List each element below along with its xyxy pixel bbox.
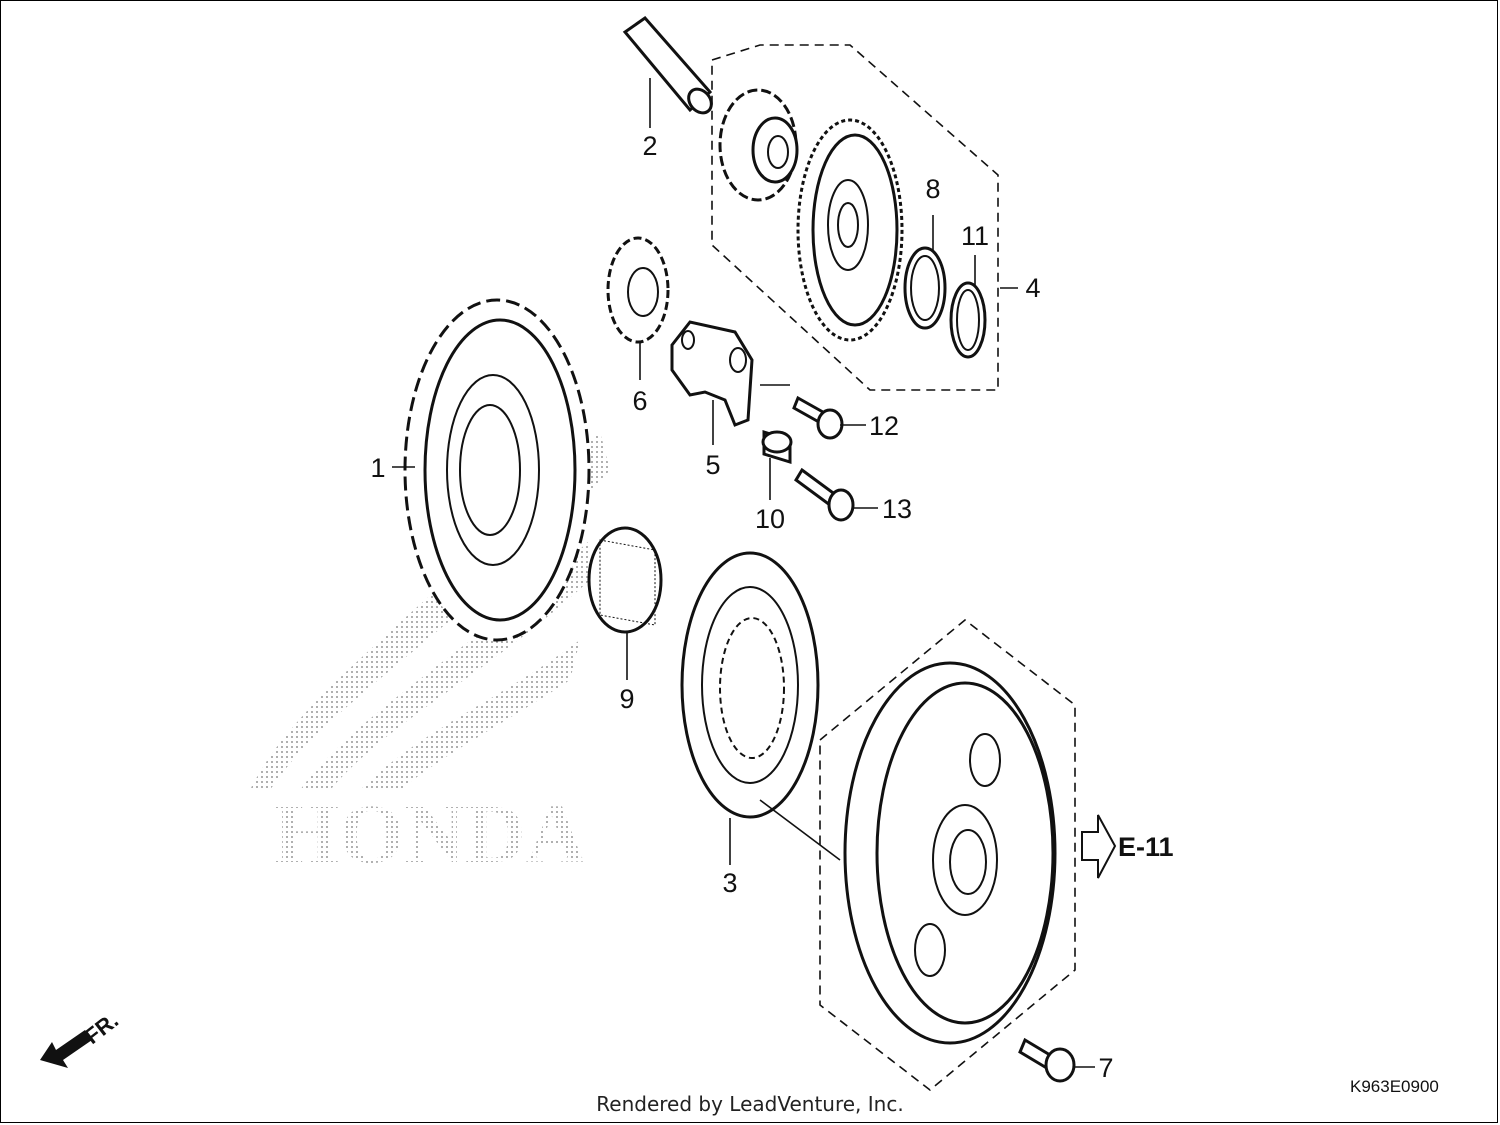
part-4-small-gear	[718, 88, 799, 202]
part-1-sprocket	[403, 298, 591, 642]
part-13-bolt	[794, 467, 855, 522]
leader-lines	[392, 78, 1095, 1068]
part-10-collar	[761, 429, 793, 465]
reference-label: E-11	[1118, 832, 1174, 862]
starter-clutch-outline	[819, 618, 1076, 1092]
callout-2: 2	[642, 131, 657, 161]
callout-6: 6	[632, 386, 647, 416]
part-9-needle-bearing	[587, 526, 663, 634]
callout-8: 8	[925, 174, 940, 204]
starter-clutch-housing	[843, 661, 1057, 1045]
drawing-code: K963E0900	[1350, 1077, 1439, 1096]
callout-1: 1	[370, 453, 385, 483]
front-direction-arrow: FR.	[40, 1007, 123, 1068]
callout-3: 3	[722, 868, 737, 898]
callout-7: 7	[1098, 1053, 1113, 1083]
reference-arrow: E-11	[1081, 814, 1174, 879]
callout-12: 12	[869, 411, 899, 441]
honda-wordmark: HONDA	[274, 788, 587, 881]
part-7-bolt	[1018, 1037, 1076, 1083]
part-6-gear	[606, 236, 670, 344]
assembly-4-outline	[711, 44, 999, 391]
callout-4: 4	[1025, 273, 1040, 303]
part-2-pin	[622, 16, 713, 115]
part-5-plate	[670, 320, 754, 427]
render-credit: Rendered by LeadVenture, Inc.	[596, 1092, 904, 1116]
part-3-one-way-clutch	[680, 551, 820, 819]
callout-10: 10	[755, 504, 785, 534]
callout-labels: 1 2 3 4 5 6 7 8 9 10 11 12 13	[370, 131, 1113, 1083]
callout-13: 13	[882, 494, 912, 524]
part-12-bolt	[792, 395, 844, 440]
callout-9: 9	[619, 684, 634, 714]
part-4-large-gear	[796, 118, 904, 342]
callout-11: 11	[961, 221, 989, 251]
callout-5: 5	[705, 450, 720, 480]
